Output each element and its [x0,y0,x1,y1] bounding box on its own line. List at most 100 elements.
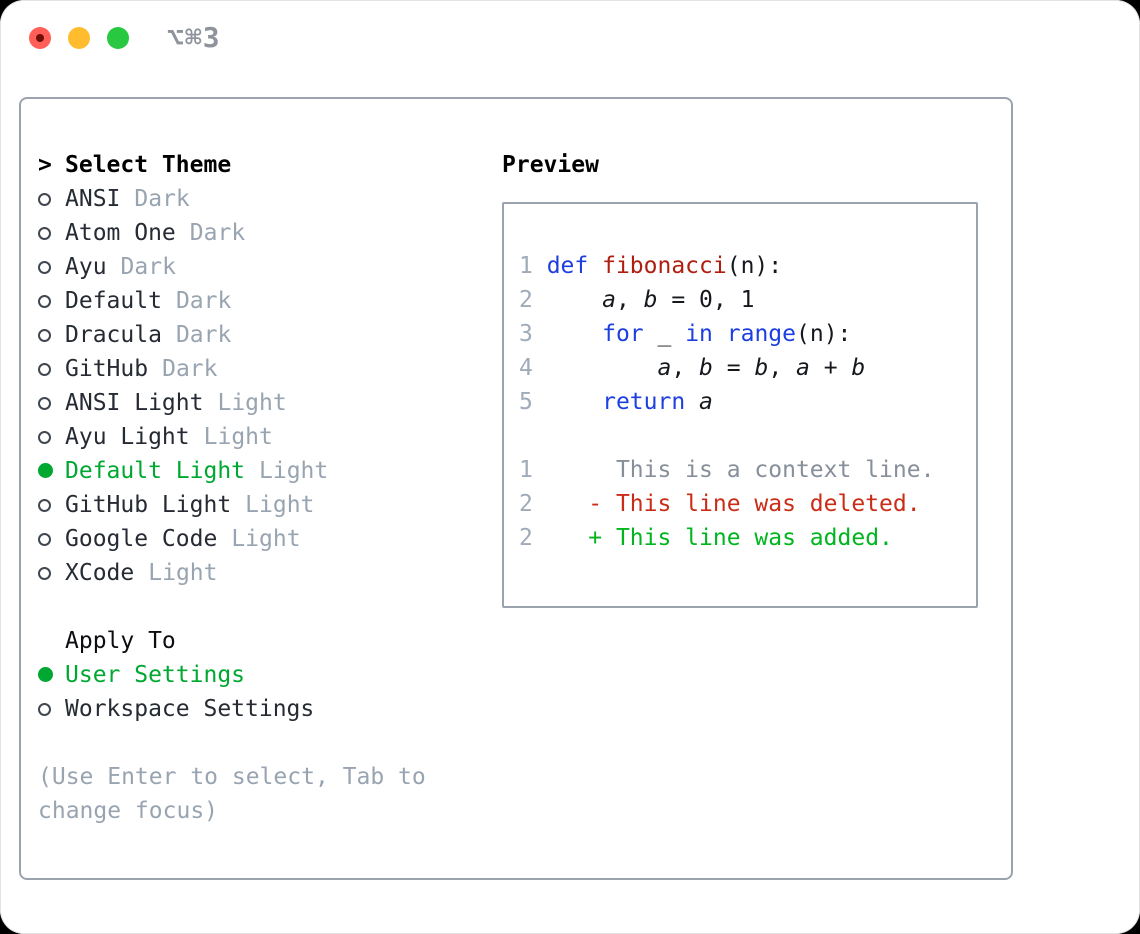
theme-name: Default [65,288,162,314]
theme-variant-badge: Light [148,560,218,586]
theme-variant-badge: Dark [189,220,246,246]
theme-variant-badge: Dark [175,288,232,314]
apply-to-option[interactable]: User Settings [38,658,502,692]
line-number: 2 [519,525,547,551]
code-token: + [809,355,852,381]
apply-to-header-row: Apply To [38,624,502,658]
selected-radio-icon [38,667,53,682]
code-line: 3 for _ in range(n): [519,317,976,351]
apply-to-label: User Settings [65,662,246,688]
theme-variant-badge: Dark [120,254,176,280]
code-token [713,321,727,347]
selection-cursor-icon: > [38,152,52,178]
code-token: fibonacci [602,253,727,279]
theme-name: GitHub [65,356,149,382]
code-token: in [685,321,713,347]
apply-to-option[interactable]: Workspace Settings [38,692,502,726]
line-number [519,423,547,449]
theme-name: Ayu Light [65,424,190,450]
theme-name: Atom One [65,220,176,246]
code-line: 5 return a [519,385,976,419]
theme-name: XCode [65,560,135,586]
code-token [547,389,602,415]
code-line: 2 + This line was added. [519,521,976,555]
title-bar: ⌥⌘3 [0,0,1140,97]
code-token: b [699,355,713,381]
radio-icon [38,329,51,342]
select-theme-heading: Select Theme [65,152,232,178]
code-token: range [726,321,796,347]
code-token [547,321,602,347]
radio-icon [38,295,51,308]
radio-icon [38,533,51,546]
theme-variant-badge: Dark [175,322,232,348]
code-token: _ [643,321,686,347]
code-token: , [768,355,797,381]
help-text-line-1: (Use Enter to select, Tab to [38,764,426,790]
apply-to-heading: Apply To [65,628,176,654]
line-number: 4 [519,355,547,381]
preview-heading: Preview [502,152,599,178]
maximize-button[interactable] [107,27,129,49]
radio-icon [38,397,51,410]
radio-icon [38,193,51,206]
theme-option[interactable]: XCode Light [38,556,502,590]
radio-icon [38,567,51,580]
radio-icon [38,363,51,376]
theme-variant-badge: Dark [162,356,218,382]
theme-variant-badge: Light [245,492,315,518]
code-token: (n): [796,321,852,347]
theme-name: Ayu [65,254,107,280]
line-number: 2 [519,287,547,313]
theme-option[interactable]: Ayu Light Light [38,420,502,454]
line-number: 1 [519,253,547,279]
theme-variant-badge: Light [231,526,301,552]
code-token: for [602,321,644,347]
code-token: a [699,389,713,415]
close-button[interactable] [29,27,51,49]
code-token [547,355,658,381]
theme-option[interactable]: GitHub Light Light [38,488,502,522]
selected-radio-icon [38,463,53,478]
minimize-button[interactable] [68,27,90,49]
code-token [547,287,602,313]
theme-name: ANSI [65,186,121,212]
theme-name: ANSI Light [65,390,204,416]
code-token: b [851,355,866,381]
code-line [519,419,976,453]
window-title: ⌥⌘3 [167,21,221,54]
code-token: = [712,355,755,381]
theme-option[interactable]: GitHub Dark [38,352,502,386]
radio-icon [38,431,51,444]
theme-option[interactable]: Default Dark [38,284,502,318]
line-number: 5 [519,389,547,415]
theme-variant-badge: Light [203,424,273,450]
theme-name: Default Light [65,458,246,484]
preview-column: Preview 1 def fibonacci(n):2 a, b = 0, 1… [502,148,1011,878]
select-theme-header-row: > Select Theme [38,148,502,182]
help-text-line-2: change focus) [38,798,219,824]
close-modified-dot-icon [36,34,44,42]
theme-option[interactable]: Ayu Dark [38,250,502,284]
line-number: 3 [519,321,547,347]
code-token: , [615,287,644,313]
code-token: def [546,253,603,279]
theme-name: GitHub Light [65,492,232,518]
code-token: (n): [726,253,783,279]
line-number: 2 [519,491,547,517]
theme-option[interactable]: Atom One Dark [38,216,502,250]
code-token: This is a context line. [546,457,935,483]
radio-icon [38,261,51,274]
code-token [685,389,699,415]
preview-header-row: Preview [502,148,1011,182]
